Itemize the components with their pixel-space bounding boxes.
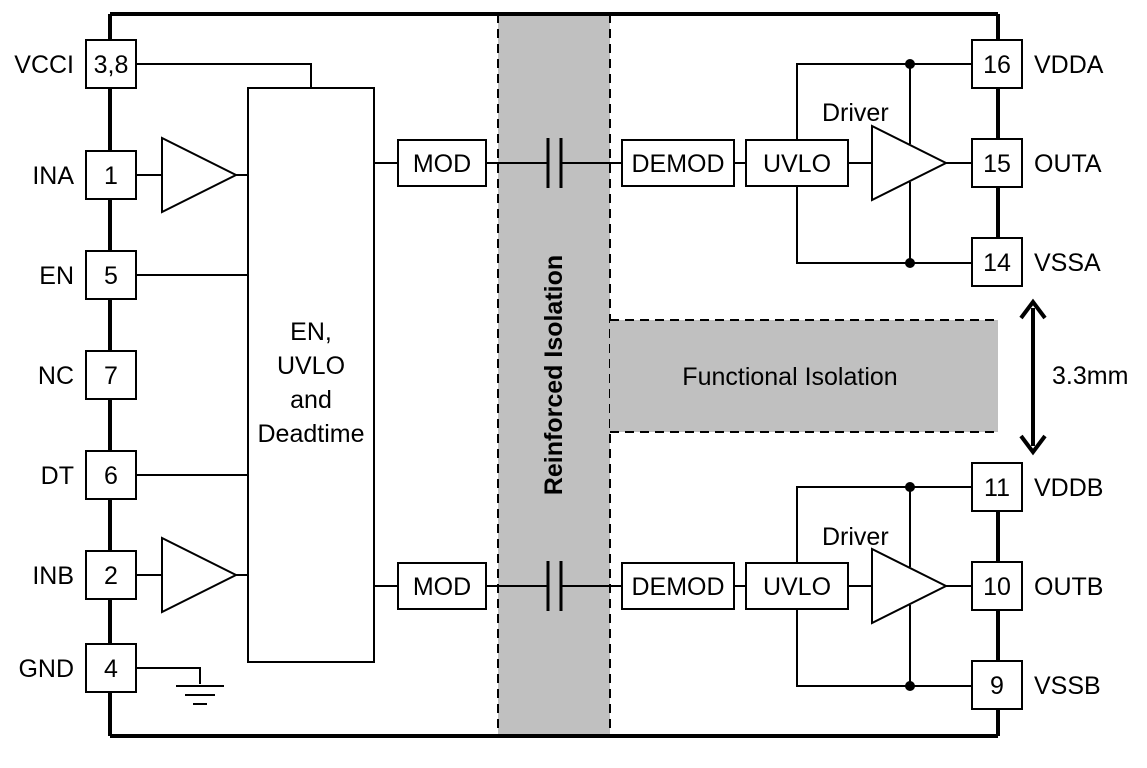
pin-number-vssa: 14 [983, 249, 1011, 277]
pin-box-outa [971, 138, 1023, 188]
control-block-line-2: UVLO [277, 352, 345, 380]
pin-number-en: 5 [104, 262, 118, 290]
pin-name-vdda: VDDA [1034, 51, 1104, 79]
pin-box-en [85, 250, 137, 300]
pin-number-dt: 6 [104, 462, 118, 490]
driver-a-label: Driver [822, 99, 889, 127]
pin-box-vssa [971, 237, 1023, 287]
pin-name-inb: INB [32, 562, 74, 590]
pin-box-vdda [971, 39, 1023, 89]
pin-box-gnd [85, 643, 137, 693]
pin-name-vddb: VDDB [1034, 474, 1103, 502]
pin-name-nc: NC [38, 362, 74, 390]
pin-name-ina: INA [32, 162, 74, 190]
mod-block-b-label: MOD [413, 573, 471, 601]
functional-isolation-label: Functional Isolation [682, 363, 897, 391]
pin-name-dt: DT [41, 462, 74, 490]
control-block-line-1: EN, [290, 318, 332, 346]
pin-name-outb: OUTB [1034, 573, 1103, 601]
pin-name-en: EN [39, 262, 74, 290]
driver-b-amplifier [871, 547, 949, 625]
pin-number-vssb: 9 [990, 672, 1004, 700]
pin-number-ina: 1 [104, 162, 118, 190]
pin-number-inb: 2 [104, 562, 118, 590]
input-buffer-b [161, 536, 239, 614]
mod-block-a-label: MOD [413, 150, 471, 178]
pin-box-outb [971, 561, 1023, 611]
pin-number-outb: 10 [983, 573, 1011, 601]
spacing-arrow [1019, 298, 1047, 456]
pin-name-gnd: GND [18, 655, 74, 683]
driver-b-label: Driver [822, 523, 889, 551]
pin-box-ina [85, 150, 137, 200]
pin-number-vcci: 3,8 [94, 51, 129, 79]
control-block-line-4: Deadtime [258, 420, 365, 448]
uvlo-block-a-label: UVLO [763, 150, 831, 178]
pin-name-outa: OUTA [1034, 150, 1102, 178]
input-buffer-a [161, 136, 239, 214]
pin-box-vddb [971, 462, 1023, 512]
demod-block-a-label: DEMOD [631, 150, 724, 178]
control-block [247, 87, 375, 663]
pin-box-vcci [85, 39, 137, 89]
demod-block-b [621, 562, 735, 610]
reinforced-isolation-label: Reinforced Isolation [540, 255, 568, 495]
pin-box-dt [85, 450, 137, 500]
functional-isolation-band [610, 320, 998, 432]
control-block-line-3: and [290, 386, 332, 414]
pin-name-vssa: VSSA [1034, 249, 1101, 277]
uvlo-block-b-label: UVLO [763, 573, 831, 601]
pin-box-inb [85, 550, 137, 600]
mod-block-a [397, 139, 487, 187]
mod-block-b [397, 562, 487, 610]
reinforced-isolation-band [498, 14, 610, 736]
pin-box-vssb [971, 660, 1023, 710]
ground-symbol [176, 685, 224, 705]
pin-number-nc: 7 [104, 362, 118, 390]
pin-number-gnd: 4 [104, 655, 118, 683]
demod-block-a [621, 139, 735, 187]
driver-a-amplifier [871, 124, 949, 202]
pin-name-vcci: VCCI [14, 51, 74, 79]
pin-name-vssb: VSSB [1034, 672, 1101, 700]
pin-box-nc [85, 350, 137, 400]
spacing-label: 3.3mm [1052, 362, 1128, 390]
pin-number-vddb: 11 [984, 474, 1010, 502]
pin-number-outa: 15 [983, 150, 1011, 178]
demod-block-b-label: DEMOD [631, 573, 724, 601]
pin-number-vdda: 16 [983, 51, 1011, 79]
